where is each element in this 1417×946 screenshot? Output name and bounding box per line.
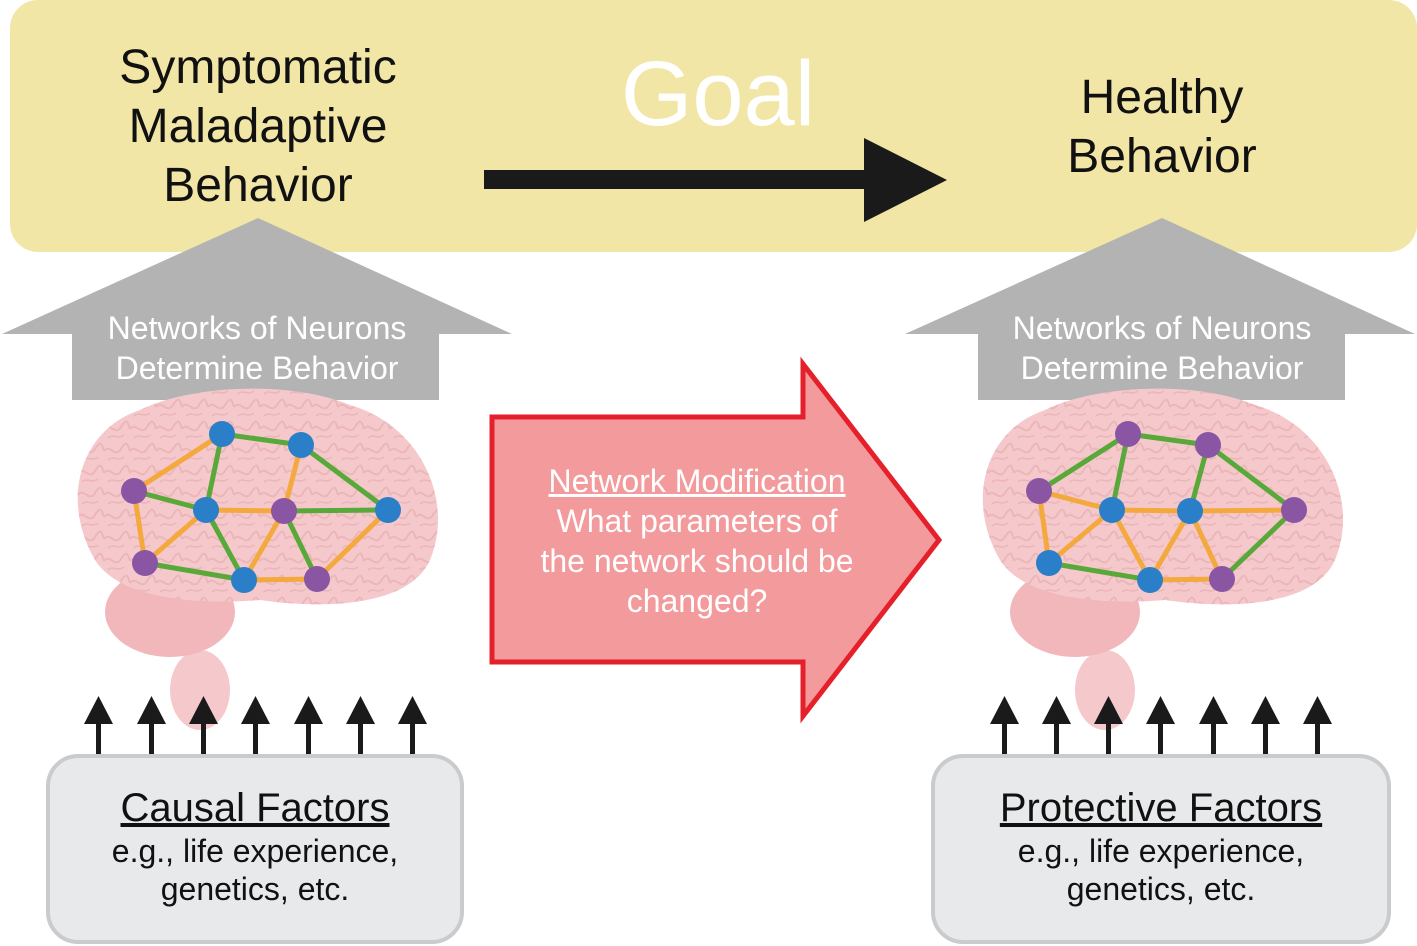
left-network xyxy=(121,421,401,593)
modification-line-1: What parameters of xyxy=(556,503,838,539)
network-node xyxy=(121,478,147,504)
network-node xyxy=(304,566,330,592)
causal-factors-text: Causal Factors e.g., life experience, ge… xyxy=(48,784,462,908)
network-node xyxy=(271,498,297,524)
network-node xyxy=(1281,497,1307,523)
left-factor-arrows xyxy=(84,696,427,754)
behavior-line-right: Behavior xyxy=(1067,130,1257,183)
causal-factors-title: Causal Factors xyxy=(120,786,390,830)
maladaptive-line: Maladaptive xyxy=(128,100,388,153)
network-node xyxy=(1177,498,1203,524)
modification-title: Network Modification xyxy=(548,463,846,499)
right-arrow-line-2: Determine Behavior xyxy=(1020,350,1304,386)
goal-arrow xyxy=(484,138,947,222)
right-factor-arrows xyxy=(990,696,1332,754)
modification-line-2: the network should be xyxy=(540,543,854,579)
right-network-arrow-label: Networks of Neurons Determine Behavior xyxy=(962,308,1362,388)
protective-factors-line-1: e.g., life experience, xyxy=(1017,833,1305,869)
modification-arrow xyxy=(489,356,943,724)
network-node xyxy=(1036,550,1062,576)
network-node xyxy=(1115,421,1141,447)
symptomatic-line: Symptomatic xyxy=(119,41,397,94)
symptomatic-behavior-label: Symptomatic Maladaptive Behavior xyxy=(58,38,458,215)
protective-factors-box xyxy=(931,754,1391,944)
protective-factors-line-2: genetics, etc. xyxy=(1066,871,1256,907)
protective-factors-text: Protective Factors e.g., life experience… xyxy=(933,784,1389,908)
network-node xyxy=(1137,567,1163,593)
causal-factors-line-1: e.g., life experience, xyxy=(111,833,399,869)
network-node xyxy=(288,432,314,458)
left-network-arrow xyxy=(2,218,512,400)
right-arrow-line-1: Networks of Neurons xyxy=(1012,310,1312,346)
network-node xyxy=(1195,432,1221,458)
protective-factors-title: Protective Factors xyxy=(999,786,1323,830)
left-arrow-line-1: Networks of Neurons xyxy=(107,310,407,346)
goal-bar xyxy=(10,0,1417,252)
network-node xyxy=(193,497,219,523)
network-node xyxy=(132,550,158,576)
causal-factors-box xyxy=(46,754,464,944)
healthy-line: Healthy xyxy=(1080,71,1244,124)
left-network-arrow-label: Networks of Neurons Determine Behavior xyxy=(57,308,457,388)
healthy-behavior-label: Healthy Behavior xyxy=(1012,68,1312,186)
causal-factors-line-2: genetics, etc. xyxy=(160,871,350,907)
modification-text: Network Modification What parameters of … xyxy=(497,461,897,621)
right-network-arrow xyxy=(905,218,1415,400)
behavior-line: Behavior xyxy=(163,159,353,212)
network-node xyxy=(1026,478,1052,504)
right-network xyxy=(1026,421,1307,593)
network-node xyxy=(231,567,257,593)
goal-label: Goal xyxy=(620,43,816,145)
left-arrow-line-2: Determine Behavior xyxy=(115,350,399,386)
network-node xyxy=(375,497,401,523)
modification-line-3: changed? xyxy=(626,583,768,619)
network-node xyxy=(209,421,235,447)
network-node xyxy=(1099,497,1125,523)
network-node xyxy=(1209,566,1235,592)
